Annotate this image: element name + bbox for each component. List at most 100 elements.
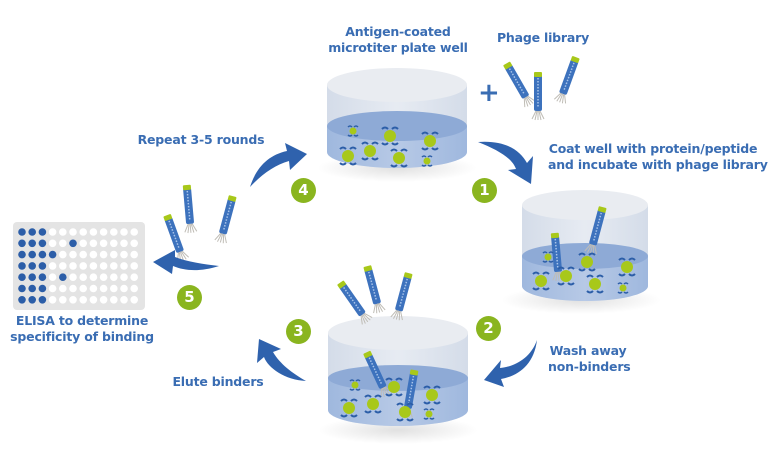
plate-well-negative <box>89 228 98 236</box>
plate-well-positive <box>28 262 36 270</box>
plus-symbol: + <box>478 78 500 108</box>
plate-well-negative <box>130 262 138 270</box>
plate-well-negative <box>59 284 67 293</box>
plate-well-negative <box>120 239 128 248</box>
plate-well-negative <box>99 239 108 248</box>
label-step5-line2: specificity of binding <box>10 329 154 344</box>
plate-well-negative <box>69 273 77 282</box>
label-step4: Repeat 3-5 rounds <box>137 132 265 147</box>
plate-well-negative <box>79 262 87 270</box>
plate-well-negative <box>79 250 87 259</box>
plate-well-negative <box>89 250 98 259</box>
plate-well-negative <box>120 228 128 236</box>
step-badge-3: 3 <box>286 319 311 344</box>
plate-well-negative <box>79 239 87 248</box>
repeat-phages <box>160 183 240 264</box>
plate-well-positive <box>28 228 36 236</box>
plate-well-negative <box>120 250 128 259</box>
plate-well-negative <box>110 262 118 270</box>
label-phage-library: Phage library <box>496 30 590 45</box>
phage-library-group <box>500 54 583 121</box>
plate-well-negative <box>89 262 98 270</box>
plate-well-negative <box>79 228 87 236</box>
label-step2: Wash away non-binders <box>548 343 631 375</box>
well-antigen-coated <box>317 68 477 182</box>
plate-well-negative <box>99 262 108 270</box>
elisa-plate <box>13 222 145 310</box>
label-step2-line2: non-binders <box>548 359 631 374</box>
label-antigen-well-line2: microtiter plate well <box>328 40 468 55</box>
label-step3: Elute binders <box>172 374 264 389</box>
plate-well-positive <box>38 284 47 293</box>
plate-well-negative <box>79 296 87 304</box>
plate-well-negative <box>48 284 57 293</box>
plate-well-negative <box>59 239 67 248</box>
plate-well-negative <box>130 250 138 259</box>
plate-well-positive <box>38 228 47 236</box>
plate-well-positive <box>18 228 26 236</box>
arrow-step3 <box>257 339 306 381</box>
plate-well-positive <box>28 284 36 293</box>
plate-well-negative <box>48 296 57 304</box>
plate-well-positive <box>18 239 26 248</box>
plate-well-negative <box>48 262 57 270</box>
plate-well-negative <box>48 239 57 248</box>
label-step2-line1: Wash away <box>549 343 627 358</box>
well-elution <box>318 316 478 444</box>
step-badge-4: 4 <box>291 178 316 203</box>
plate-well-negative <box>89 284 98 293</box>
plate-well-negative <box>79 284 87 293</box>
plate-well-negative <box>110 296 118 304</box>
plate-well-positive <box>38 296 47 304</box>
plate-well-negative <box>130 228 138 236</box>
plate-well-positive <box>18 250 26 259</box>
plate-well-negative <box>59 296 67 304</box>
label-step1-line2: and incubate with phage library <box>548 157 768 172</box>
plate-well-negative <box>48 228 57 236</box>
plate-well-positive <box>38 262 47 270</box>
label-step1-line1: Coat well with protein/peptide <box>548 141 758 156</box>
label-step5: ELISA to determine specificity of bindin… <box>2 313 162 345</box>
plate-well-negative <box>99 296 108 304</box>
plate-well-negative <box>69 250 77 259</box>
plate-well-negative <box>99 250 108 259</box>
arrow-step5 <box>153 250 219 274</box>
label-antigen-well: Antigen-coated microtiter plate well <box>318 24 478 56</box>
plate-well-negative <box>120 296 128 304</box>
plate-well-negative <box>59 250 67 259</box>
label-antigen-well-line1: Antigen-coated <box>345 24 451 39</box>
plate-well-negative <box>69 296 77 304</box>
plate-well-negative <box>110 284 118 293</box>
plate-well-negative <box>120 273 128 282</box>
plate-well-positive <box>18 296 26 304</box>
plate-well-negative <box>120 262 128 270</box>
plate-well-negative <box>59 228 67 236</box>
plate-well-negative <box>120 284 128 293</box>
plate-well-negative <box>99 284 108 293</box>
plate-well-negative <box>69 262 77 270</box>
plate-well-negative <box>130 284 138 293</box>
plate-well-positive <box>18 273 26 282</box>
plate-well-positive <box>18 284 26 293</box>
plate-well-positive <box>18 262 26 270</box>
plate-well-negative <box>130 296 138 304</box>
plate-well-positive <box>38 250 47 259</box>
plate-well-positive <box>69 239 77 248</box>
arrow-step1 <box>478 141 533 184</box>
plate-well-negative <box>79 273 87 282</box>
plate-well-positive <box>28 273 36 282</box>
label-step5-line1: ELISA to determine <box>15 313 149 328</box>
step-badge-5: 5 <box>177 285 202 310</box>
plate-well-negative <box>89 296 98 304</box>
plate-well-positive <box>38 273 47 282</box>
plate-well-negative <box>69 228 77 236</box>
step-badge-1: 1 <box>472 178 497 203</box>
plate-well-negative <box>110 239 118 248</box>
step-badge-2: 2 <box>476 316 501 341</box>
label-step1: Coat well with protein/peptide and incub… <box>548 141 768 173</box>
arrow-step2 <box>484 340 537 387</box>
plate-well-negative <box>99 273 108 282</box>
plate-well-negative <box>110 228 118 236</box>
plate-well-negative <box>110 250 118 259</box>
